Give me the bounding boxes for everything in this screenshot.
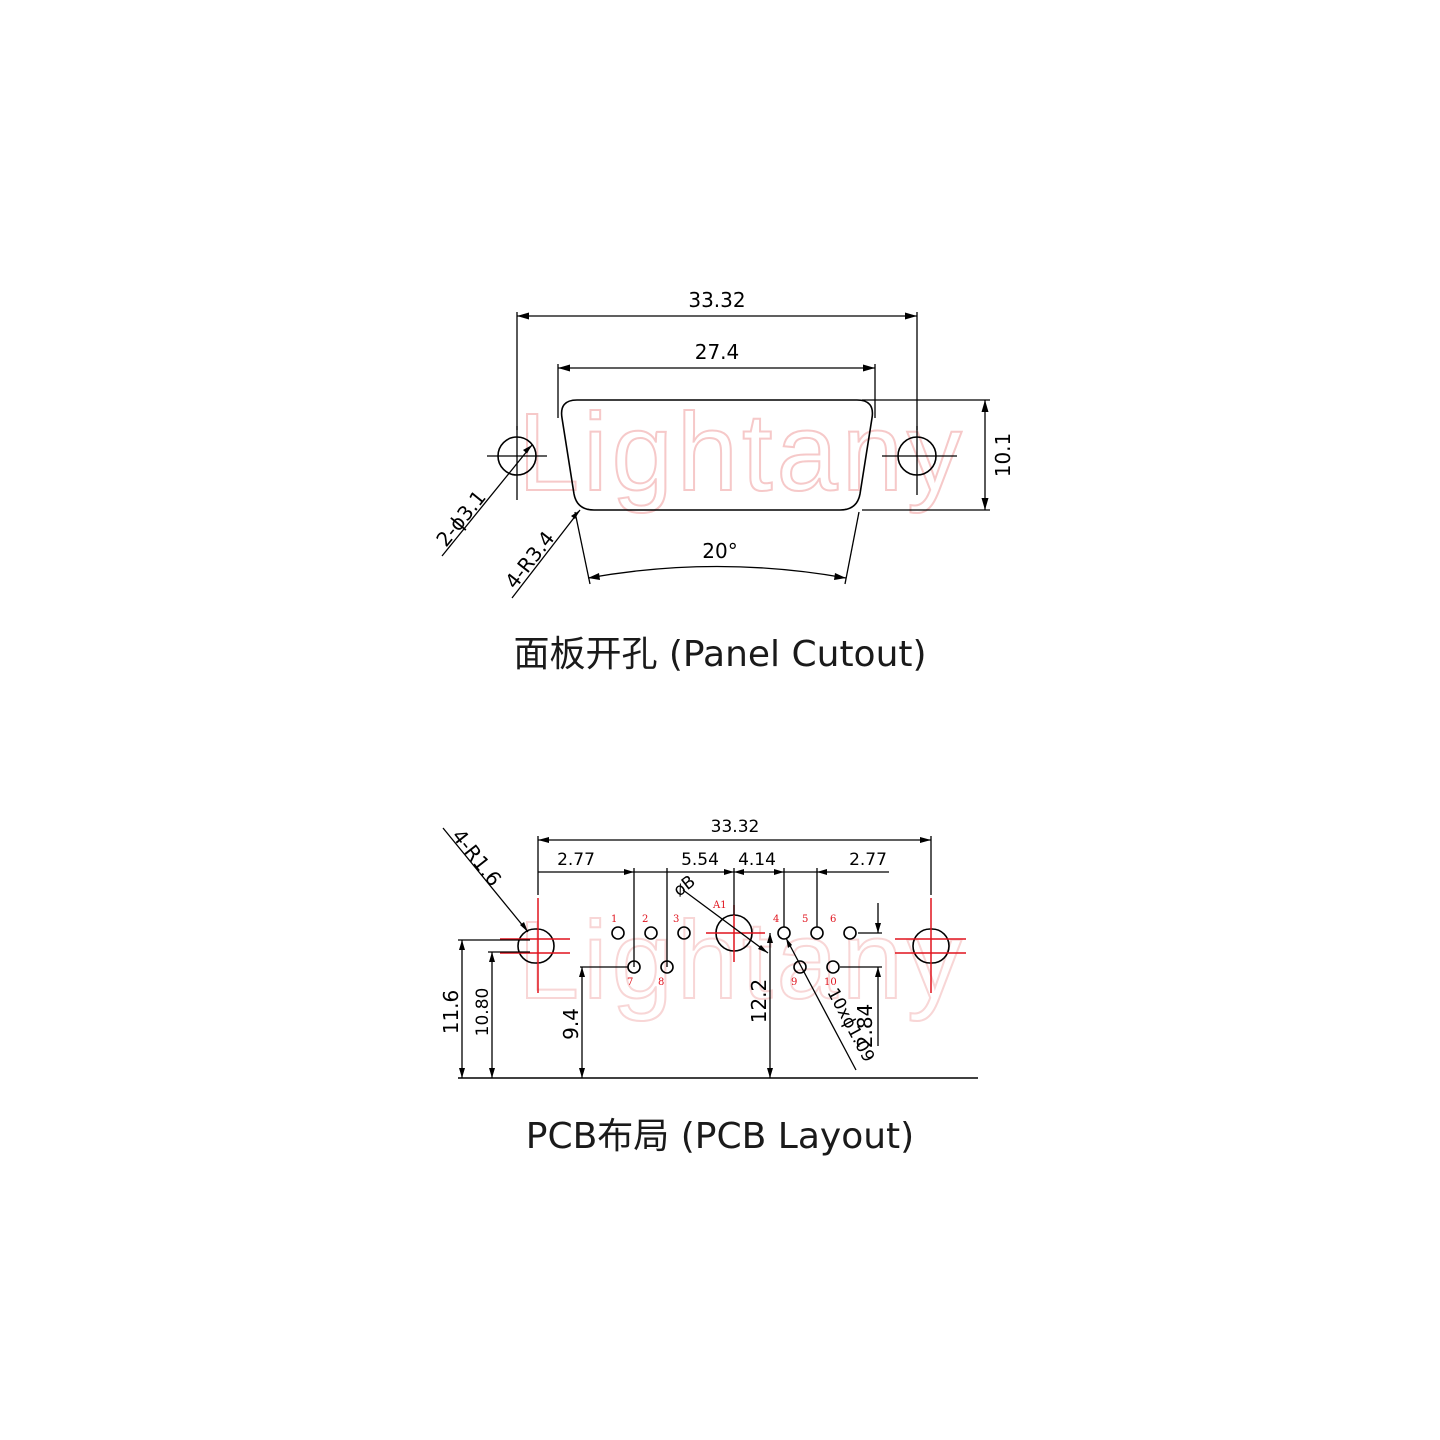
pin-label-7: 7 [627, 977, 633, 988]
dim-holes: 2-ϕ3.1 [431, 486, 491, 552]
pcb-dim-height-c: 9.4 [559, 1008, 583, 1040]
dim-radius: 4-R3.4 [500, 527, 559, 594]
pcb-dim-right-offset: 2.77 [849, 850, 887, 870]
pcb-dim-height-a: 11.6 [439, 990, 463, 1035]
d-sub-cutout-outline [560, 399, 874, 511]
pin-10 [826, 960, 840, 974]
pin-label-2: 2 [642, 914, 648, 925]
pcb-mount-slot-left [517, 928, 555, 964]
pcb-dim-row-pitch: 2.84 [853, 1004, 877, 1049]
pin-9 [793, 960, 807, 974]
pcb-dim-overall-width: 33.32 [711, 817, 760, 837]
watermark-top: Lightany [518, 391, 966, 514]
dim-overall-width: 33.32 [688, 288, 745, 312]
pcb-dim-left-offset: 2.77 [557, 850, 595, 870]
pcb-dim-big-hole: øB [670, 872, 700, 901]
pin-1 [611, 926, 625, 940]
pin-label-3: 3 [673, 914, 679, 925]
pcb-dim-height-d: 12.2 [747, 979, 771, 1024]
pcb-dim-mid-b: 4.14 [738, 850, 776, 870]
pin-label-1: 1 [611, 914, 617, 925]
pcb-dim-radius: 4-R1.6 [447, 824, 506, 891]
pin-label-9: 9 [791, 977, 797, 988]
pin-label-8: 8 [658, 977, 664, 988]
dim-d-width: 27.4 [695, 340, 740, 364]
coax-label: A1 [712, 900, 727, 911]
pcb-dim-mid-a: 5.54 [681, 850, 719, 870]
pcb-layout-caption: PCB布局 (PCB Layout) [526, 1116, 914, 1157]
watermark-bottom: Lightany [518, 899, 966, 1022]
pin-label-5: 5 [802, 914, 808, 925]
panel-cutout-caption: 面板开孔 (Panel Cutout) [513, 634, 926, 675]
dim-angle: 20° [702, 539, 737, 563]
pin-6 [843, 926, 857, 940]
pin-3 [677, 926, 691, 940]
pin-2 [644, 926, 658, 940]
pcb-dim-height-b: 10.80 [473, 988, 493, 1037]
pin-label-4: 4 [773, 914, 779, 925]
pin-label-10: 10 [824, 977, 837, 988]
pin-label-6: 6 [830, 914, 836, 925]
dim-height: 10.1 [991, 433, 1015, 478]
